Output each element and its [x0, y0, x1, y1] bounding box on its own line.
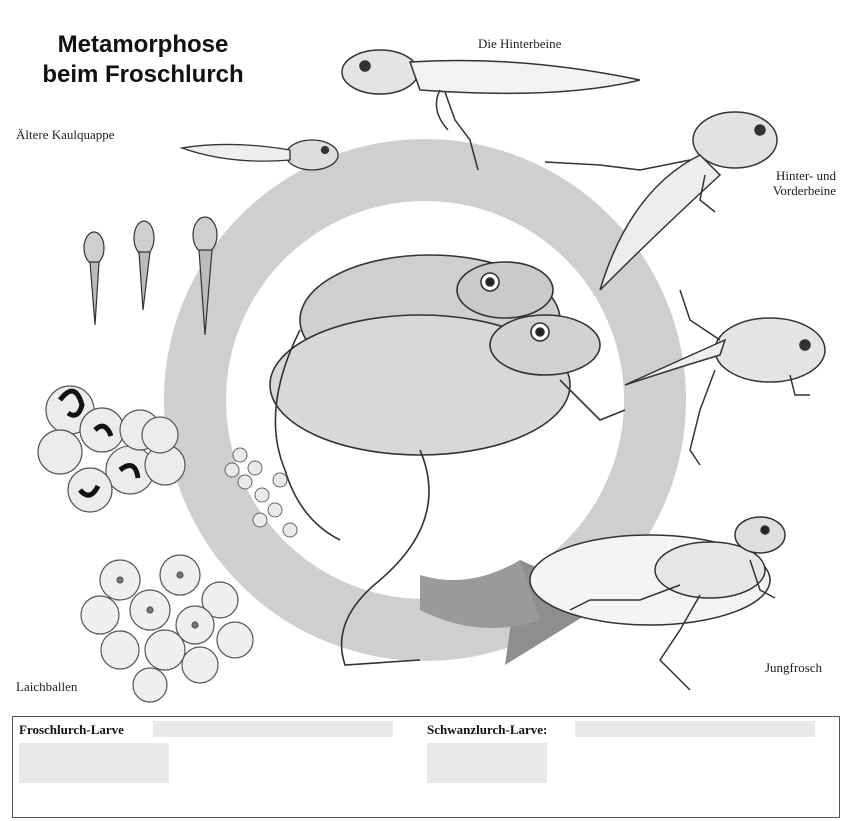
- label-newt-larva: Schwanzlurch-Larve:: [427, 722, 547, 738]
- title-line-2: beim Froschlurch: [18, 60, 268, 90]
- blank-answer-area-frog: [19, 743, 169, 783]
- egg-cluster-embryos: [38, 386, 185, 512]
- blank-answer-area-newt: [427, 743, 547, 783]
- larva-comparison-panel: Froschlurch-Larve Schwanzlurch-Larve:: [12, 716, 840, 818]
- title-line-1: Metamorphose: [18, 30, 268, 60]
- label-older-tadpole: Ältere Kaulquappe: [16, 127, 115, 142]
- label-hind-and-front-line-2: Vorderbeine: [720, 183, 836, 198]
- diagram-title: Metamorphose beim Froschlurch: [18, 30, 268, 90]
- blank-answer-field-frog: [153, 721, 393, 737]
- label-hind-legs: Die Hinterbeine: [478, 36, 561, 51]
- label-hind-and-front-legs: Hinter- und Vorderbeine: [720, 168, 836, 198]
- label-young-frog: Jungfrosch: [765, 660, 822, 675]
- egg-cluster-spawn: [81, 555, 253, 702]
- label-frog-larva: Froschlurch-Larve: [19, 722, 124, 738]
- label-spawn: Laichballen: [16, 679, 77, 694]
- older-tadpole: [182, 140, 338, 170]
- label-hind-and-front-line-1: Hinter- und: [720, 168, 836, 183]
- cycle-arrow-shadow: [420, 560, 540, 628]
- blank-answer-field-newt: [575, 721, 815, 737]
